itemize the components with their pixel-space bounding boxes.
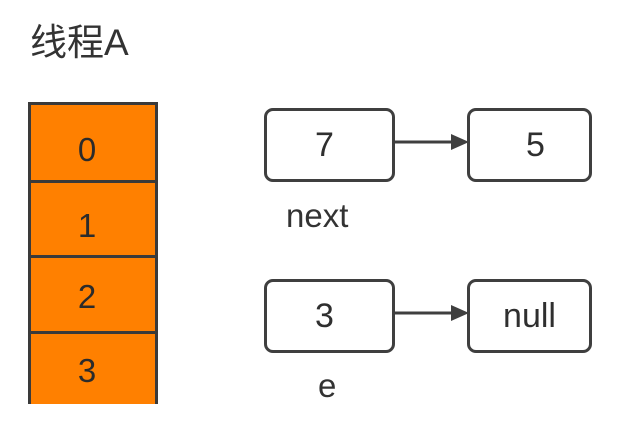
bucket-cell-label: 1	[77, 207, 97, 244]
bucket-cell-label: 2	[77, 278, 97, 315]
right-arrow-icon	[393, 134, 469, 150]
node-box-head-e: 3	[264, 279, 395, 353]
node-box-label: 5	[526, 126, 545, 164]
bucket-cell-label: 3	[77, 352, 97, 389]
node-box-tail-e: null	[467, 279, 592, 353]
node-box-tail-next: 5	[467, 108, 592, 182]
bucket-array: 0 1 2 3	[28, 102, 158, 404]
right-arrow-icon	[393, 305, 469, 321]
node-box-label: 7	[315, 126, 334, 164]
bucket-cell-2: 2	[31, 255, 155, 331]
node-box-label: null	[503, 297, 556, 335]
pointer-caption-next: next	[286, 197, 349, 234]
bucket-cell-0: 0	[31, 105, 155, 180]
bucket-cell-1: 1	[31, 180, 155, 255]
node-box-label: 3	[315, 297, 334, 335]
bucket-cell-label: 0	[77, 131, 97, 168]
page-title: 线程A	[30, 22, 129, 63]
bucket-cell-3: 3	[31, 331, 155, 404]
pointer-caption-e: e	[318, 367, 337, 404]
node-box-head-next: 7	[264, 108, 395, 182]
